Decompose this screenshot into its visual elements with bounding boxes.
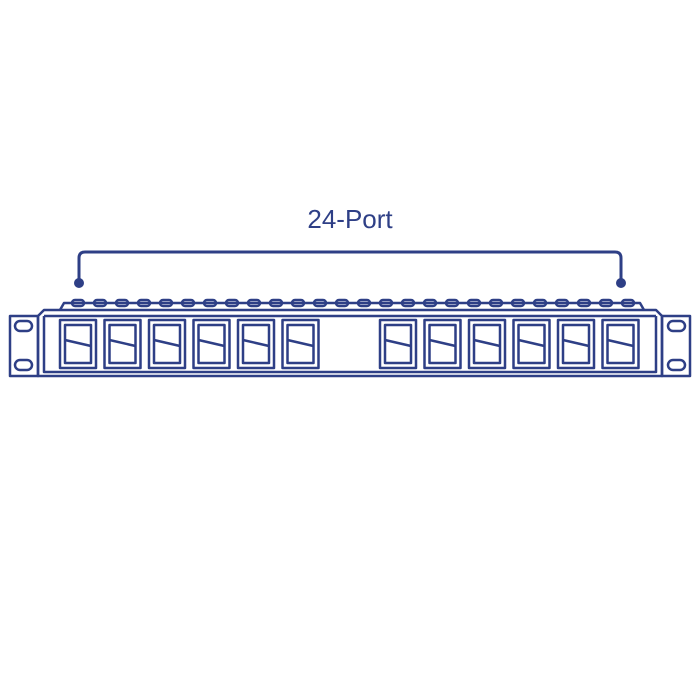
keystone-port <box>58 318 98 370</box>
rail-tab <box>598 298 614 308</box>
cable-rail <box>70 298 636 308</box>
rail-tab <box>246 298 262 308</box>
keystone-port <box>423 318 462 370</box>
panel-body <box>36 308 664 378</box>
rail-tab <box>290 298 306 308</box>
rail-tab <box>444 298 460 308</box>
port-count-label: 24-Port <box>307 204 393 234</box>
keystone-port <box>147 318 187 370</box>
right-mounting-ear <box>660 314 692 378</box>
dimension-bracket <box>74 250 626 288</box>
rail-tab <box>202 298 218 308</box>
keystone-port <box>281 318 320 370</box>
rail-tab <box>532 298 548 308</box>
keystone-port <box>512 318 551 370</box>
keystone-port <box>601 318 640 370</box>
rail-tab <box>466 298 482 308</box>
rail-tab <box>312 298 328 308</box>
rail-tab <box>268 298 284 308</box>
keystone-port <box>192 318 231 370</box>
keystone-port <box>467 318 507 370</box>
keystone-port <box>236 318 276 370</box>
rail-tab <box>158 298 174 308</box>
port-array <box>58 318 640 370</box>
rail-tab <box>334 298 350 308</box>
rail-tab <box>114 298 130 308</box>
rail-tab <box>180 298 196 308</box>
keystone-port <box>103 318 142 370</box>
rail-tab <box>488 298 504 308</box>
rail-tab <box>92 298 108 308</box>
rail-tab <box>620 298 636 308</box>
rail-tab <box>378 298 394 308</box>
keystone-port <box>556 318 596 370</box>
left-mounting-ear <box>8 314 40 378</box>
rail-tab <box>356 298 372 308</box>
rail-tab <box>224 298 240 308</box>
keystone-port <box>378 318 418 370</box>
rail-tab <box>554 298 570 308</box>
rail-tab <box>136 298 152 308</box>
rail-tab <box>576 298 592 308</box>
rail-tab <box>70 298 86 308</box>
rail-tab <box>510 298 526 308</box>
rail-tab <box>400 298 416 308</box>
rail-tab <box>422 298 438 308</box>
